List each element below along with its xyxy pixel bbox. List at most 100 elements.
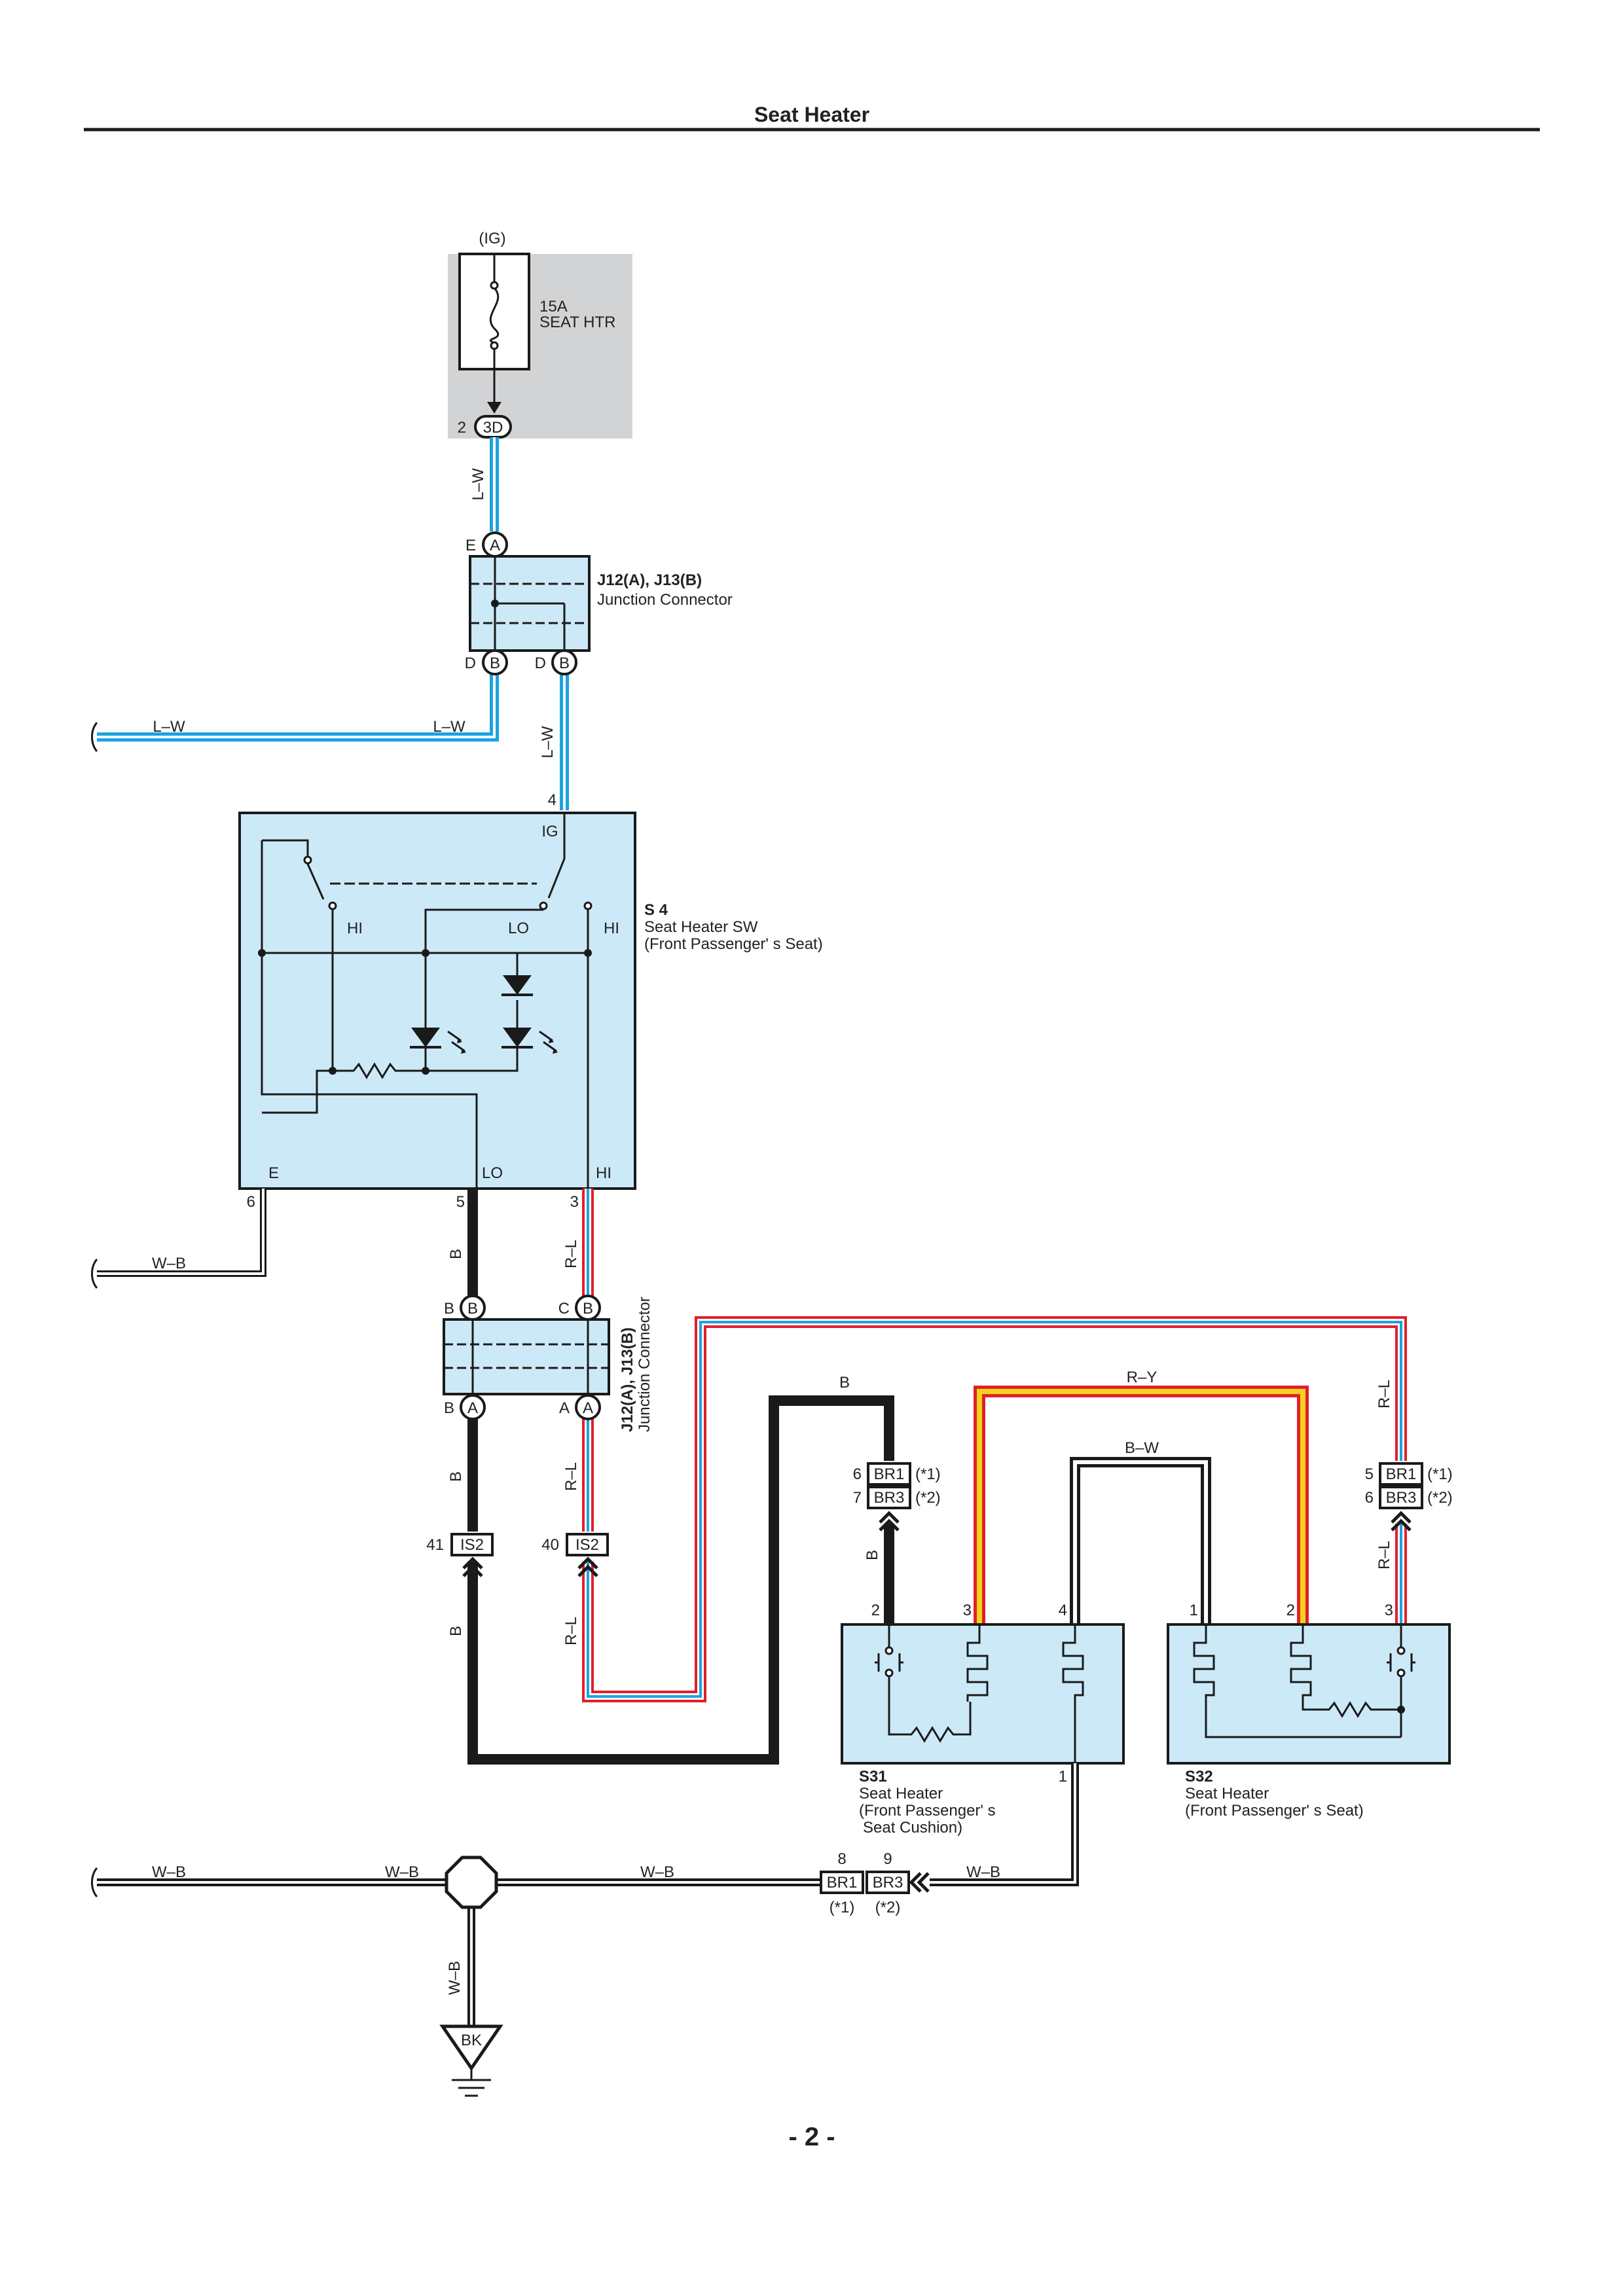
wire-label-lw: L–W: [153, 718, 185, 736]
sw-pin-e: 6: [247, 1193, 255, 1211]
wire-label-bw: B–W: [1125, 1439, 1159, 1457]
is2-right-name: IS2: [575, 1536, 599, 1554]
connector-br-mid: BR1 BR3 6 7 (*1) (*2): [853, 1462, 941, 1530]
seat-heater-switch: 4 IG: [238, 791, 823, 1211]
fuse-name: SEAT HTR: [539, 314, 615, 331]
fuse-icon: [489, 287, 500, 344]
fuse-pin: 2: [458, 419, 466, 437]
s31-desc2: Seat Cushion): [863, 1819, 962, 1837]
wire-label-rl: R–L: [562, 1617, 580, 1645]
s31-pin4: 4: [1059, 1602, 1067, 1619]
wire-label-b: B: [447, 1471, 465, 1482]
sw-ig-pin: 4: [548, 791, 556, 809]
jt-in-pin: E: [465, 537, 476, 554]
connector-br-right: BR1 BR3 5 6 (*1) (*2): [1365, 1462, 1453, 1530]
fuse-amp: 15A: [539, 298, 568, 315]
wire-label-b: B: [447, 1249, 465, 1259]
seat-heater-s32: 1 2 3 S32 Seat Heater (Front Passenger' …: [1167, 1602, 1451, 1820]
wire-label-wb: W–B: [385, 1863, 419, 1881]
br-bottom-pin1: 8: [837, 1850, 846, 1868]
br-right-note1: (*1): [1427, 1465, 1453, 1483]
wire-label-wb: W–B: [640, 1863, 674, 1881]
wire-wb: [91, 1189, 266, 1289]
wire-label-b: B: [447, 1626, 465, 1636]
br-bottom-note1: (*1): [830, 1899, 855, 1916]
s31-pin2: 2: [871, 1602, 880, 1619]
connector-br-bottom: BR1 BR3 8 9 (*1) (*2): [820, 1850, 928, 1916]
splice-point: [445, 1856, 498, 1909]
wire-label-wb: W–B: [152, 1863, 186, 1881]
br-mid-note2: (*2): [915, 1489, 941, 1507]
fuse-block: (IG) 15A SEAT HTR 3D 2: [448, 230, 632, 439]
br-right-name2: BR3: [1386, 1489, 1417, 1507]
sw-lo: LO: [508, 920, 529, 937]
sw-pin-lo: 5: [456, 1193, 465, 1211]
junction-connector-mid: B B B C A B A A J12(A), J13(B) Junction …: [443, 1295, 653, 1432]
br-bottom-note2: (*2): [875, 1899, 901, 1916]
s31-desc1: (Front Passenger' s: [859, 1802, 996, 1820]
br-bottom-name1: BR1: [827, 1874, 858, 1892]
jt-out2-conn: B: [559, 655, 570, 672]
jt-name: J12(A), J13(B): [597, 571, 702, 589]
s32-desc: (Front Passenger' s Seat): [1185, 1802, 1364, 1820]
sw-code: S 4: [644, 901, 668, 919]
wire-label-b: B: [839, 1374, 850, 1391]
jt-out1-conn: B: [490, 655, 500, 672]
is2-left-name: IS2: [460, 1536, 484, 1554]
sw-name: Seat Heater SW: [644, 918, 758, 936]
wire-label-rl: R–L: [562, 1240, 580, 1268]
br-mid-name1: BR1: [874, 1465, 905, 1483]
jt-desc: Junction Connector: [597, 591, 733, 609]
wire-label-lw: L–W: [433, 718, 465, 736]
ground-label: BK: [461, 2032, 482, 2049]
s31-pin1: 1: [1059, 1768, 1067, 1785]
wire-label-wb: W–B: [152, 1255, 186, 1272]
is2-right-pin: 40: [541, 1536, 559, 1554]
wire-ry: [974, 1386, 1309, 1623]
jm-out1-conn: A: [467, 1399, 478, 1417]
connector-is2-left: IS2 41: [426, 1533, 494, 1576]
br-right-note2: (*2): [1427, 1489, 1453, 1507]
wire-bw: [1070, 1457, 1211, 1623]
s32-name: Seat Heater: [1185, 1785, 1269, 1803]
s32-code: S32: [1185, 1768, 1213, 1785]
connector-is2-right: IS2 40: [541, 1533, 609, 1576]
wire-label-lw: L–W: [539, 726, 556, 759]
br-bottom-name2: BR3: [873, 1874, 903, 1892]
led-icon: [410, 1028, 466, 1054]
sw-desc: (Front Passenger' s Seat): [644, 935, 823, 953]
ground-point: BK: [439, 2024, 503, 2097]
wire-label-b: B: [864, 1550, 881, 1560]
br-mid-note1: (*1): [915, 1465, 941, 1483]
br-bottom-pin2: 9: [883, 1850, 892, 1868]
wire-label-wb: W–B: [446, 1961, 464, 1995]
jm-in2-conn: B: [583, 1300, 593, 1318]
br-mid-name2: BR3: [874, 1489, 905, 1507]
wire-label-rl: R–L: [1376, 1380, 1393, 1408]
jm-name: J12(A), J13(B): [619, 1327, 636, 1432]
page-number: - 2 -: [788, 2123, 835, 2151]
fuse-connector: 3D: [483, 419, 503, 437]
jt-out2-pin: D: [535, 655, 546, 672]
s31-pin3: 3: [963, 1602, 972, 1619]
jm-out1-pin: B: [444, 1399, 454, 1417]
sw-pin-hi: 3: [570, 1193, 579, 1211]
wire-label-rl: R–L: [562, 1462, 580, 1491]
wire-rl: [582, 1189, 1407, 1702]
jt-out1-pin: D: [465, 655, 476, 672]
jm-in1-conn: B: [467, 1300, 478, 1318]
jm-in1-pin: B: [444, 1300, 454, 1318]
br-mid-pin2: 7: [853, 1489, 862, 1507]
br-right-pin1: 5: [1365, 1465, 1374, 1483]
jm-out2-conn: A: [583, 1399, 593, 1417]
wire-label-lw: L–W: [469, 468, 487, 501]
sw-ig-label: IG: [541, 823, 558, 840]
sw-hi-right: HI: [604, 920, 619, 937]
led-icon: [501, 975, 558, 1054]
s32-pin1: 1: [1190, 1602, 1198, 1619]
s32-pin2: 2: [1286, 1602, 1295, 1619]
jt-in-conn: A: [490, 537, 500, 554]
wire-label-rl: R–L: [1376, 1541, 1393, 1570]
br-right-pin2: 6: [1365, 1489, 1374, 1507]
sw-e-label: E: [268, 1164, 279, 1182]
